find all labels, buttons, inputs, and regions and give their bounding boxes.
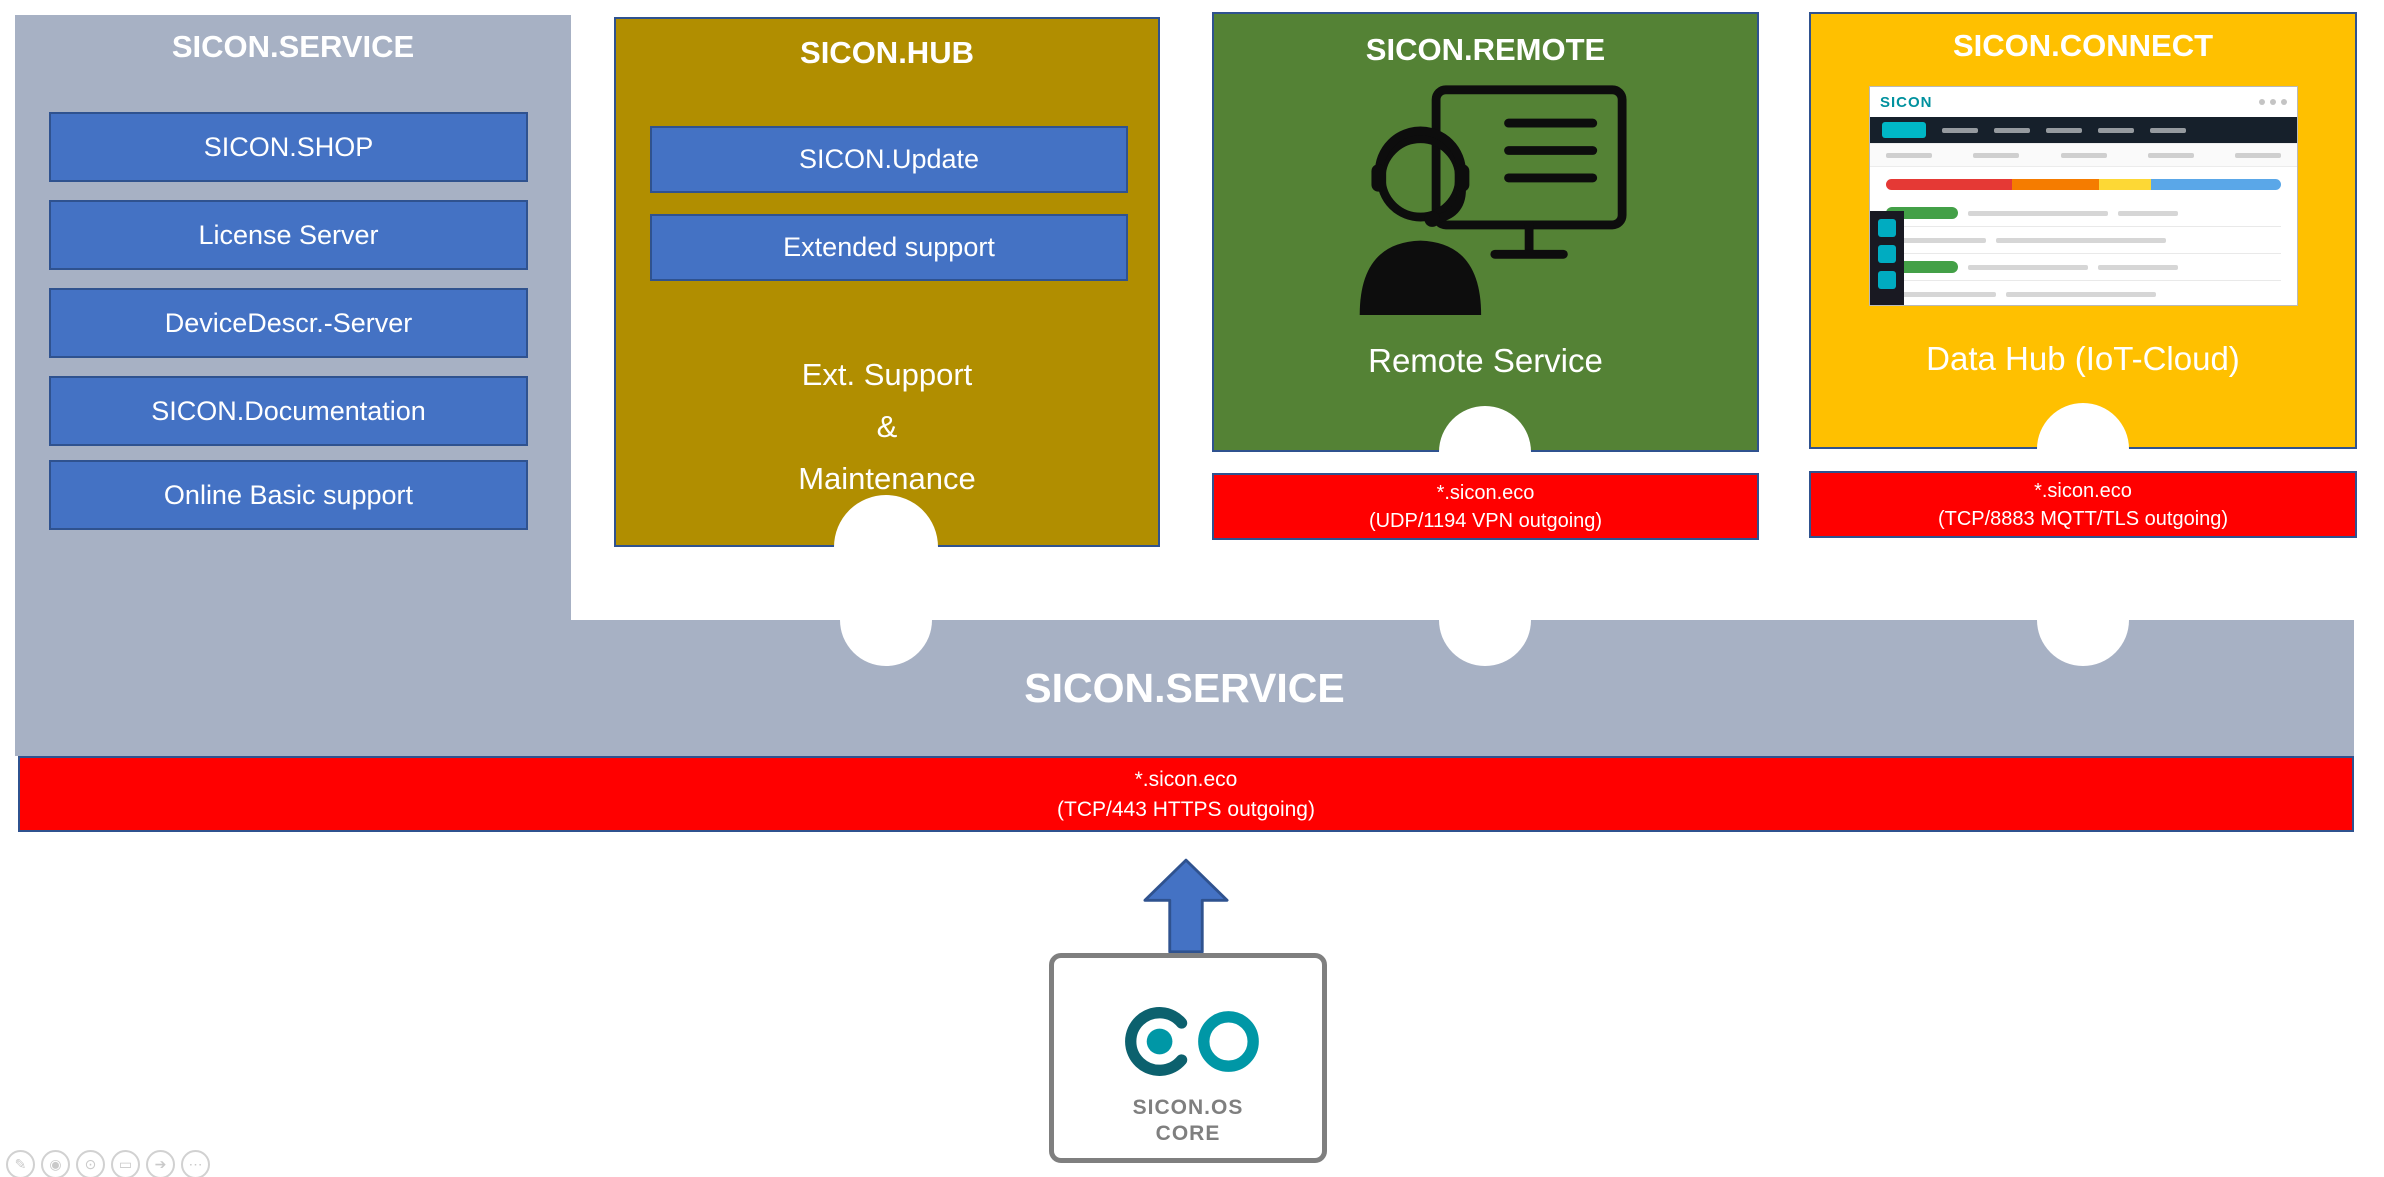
remote-panel: SICON.REMOTE Remote Service — [1212, 12, 1759, 452]
main-endpoint-detail: (TCP/443 HTTPS outgoing) — [1057, 798, 1315, 821]
sicon-os-logo-icon — [1125, 1007, 1259, 1076]
connect-caption: Data Hub (IoT-Cloud) — [1926, 340, 2240, 377]
main-endpoint-bar: *.sicon.eco (TCP/443 HTTPS outgoing) — [18, 756, 2354, 832]
remote-endpoint-host: *.sicon.eco — [1436, 482, 1535, 504]
screenshot-toolbar — [1870, 143, 2297, 167]
service-item-basic-support: Online Basic support — [49, 460, 528, 530]
main-endpoint-host: *.sicon.eco — [1134, 768, 1238, 791]
hub-panel-title: SICON.HUB — [800, 35, 974, 70]
connect-panel: SICON.CONNECT SICON — [1809, 12, 2357, 449]
ink-toolbar: ✎ ◉ ⊙ ▭ ➔ ⋯ — [6, 1150, 210, 1177]
remote-support-icon — [1359, 85, 1627, 315]
screenshot-row — [1886, 281, 2281, 305]
status-chip — [1886, 261, 1958, 273]
screenshot-navbar — [1870, 117, 2297, 143]
screenshot-brand-logo: SICON — [1880, 93, 1933, 111]
remote-endpoint-bar: *.sicon.eco (UDP/1194 VPN outgoing) — [1212, 473, 1759, 540]
hub-body-text: Ext. Support & Maintenance — [616, 349, 1158, 505]
hub-body-line: Maintenance — [798, 461, 976, 496]
service-panel-title: SICON.SERVICE — [171, 29, 415, 64]
screenshot-row — [1886, 200, 2281, 227]
screenshot-row — [1886, 254, 2281, 281]
laser-pointer-icon[interactable]: ◉ — [41, 1150, 70, 1177]
connector-notch-band-hub — [840, 574, 932, 666]
screenshot-sidebar — [1870, 211, 1904, 305]
screenshot-row — [1886, 227, 2281, 254]
notes-icon[interactable]: ▭ — [111, 1150, 140, 1177]
service-item-shop: SICON.SHOP — [49, 112, 528, 182]
screenshot-menu-dots-icon — [2259, 99, 2287, 105]
service-panel: SICON.SERVICE SICON.SHOP License Server … — [15, 15, 571, 625]
core-box: SICON.OS CORE — [1049, 953, 1327, 1163]
connect-dashboard-screenshot: SICON — [1869, 86, 2298, 306]
connect-endpoint-detail: (TCP/8883 MQTT/TLS outgoing) — [1937, 508, 2229, 530]
service-item-documentation: SICON.Documentation — [49, 376, 528, 446]
service-item-license-server: License Server — [49, 200, 528, 270]
remote-endpoint-detail: (UDP/1194 VPN outgoing) — [1368, 510, 1603, 532]
connect-panel-title: SICON.CONNECT — [1952, 28, 2214, 63]
screenshot-status-bar — [1886, 179, 2281, 190]
hub-body-line: & — [876, 409, 898, 444]
service-band — [15, 620, 2354, 756]
pointer-icon[interactable]: ➔ — [146, 1150, 175, 1177]
hub-panel: SICON.HUB SICON.Update Extended support … — [614, 17, 1160, 547]
connect-endpoint-host: *.sicon.eco — [2034, 480, 2132, 502]
core-edition-label: CORE — [1155, 1122, 1221, 1145]
pen-icon[interactable]: ✎ — [6, 1150, 35, 1177]
core-product-label: SICON.OS — [1132, 1096, 1244, 1119]
connector-notch-band-connect — [2037, 574, 2129, 666]
more-options-icon[interactable]: ⋯ — [181, 1150, 210, 1177]
remote-caption: Remote Service — [1368, 342, 1603, 379]
remote-panel-title: SICON.REMOTE — [1365, 32, 1606, 67]
connect-endpoint-bar: *.sicon.eco (TCP/8883 MQTT/TLS outgoing) — [1809, 471, 2357, 538]
magnifier-icon[interactable]: ⊙ — [76, 1150, 105, 1177]
up-arrow-icon — [1143, 858, 1229, 954]
hub-button-update: SICON.Update — [650, 126, 1128, 193]
screenshot-header: SICON — [1870, 87, 2297, 117]
service-item-devicedescr-server: DeviceDescr.-Server — [49, 288, 528, 358]
service-band-title: SICON.SERVICE — [1024, 664, 1345, 711]
status-chip — [1886, 207, 1958, 219]
connector-notch-band-remote — [1439, 574, 1531, 666]
hub-body-line: Ext. Support — [801, 357, 973, 392]
hub-button-extended-support: Extended support — [650, 214, 1128, 281]
